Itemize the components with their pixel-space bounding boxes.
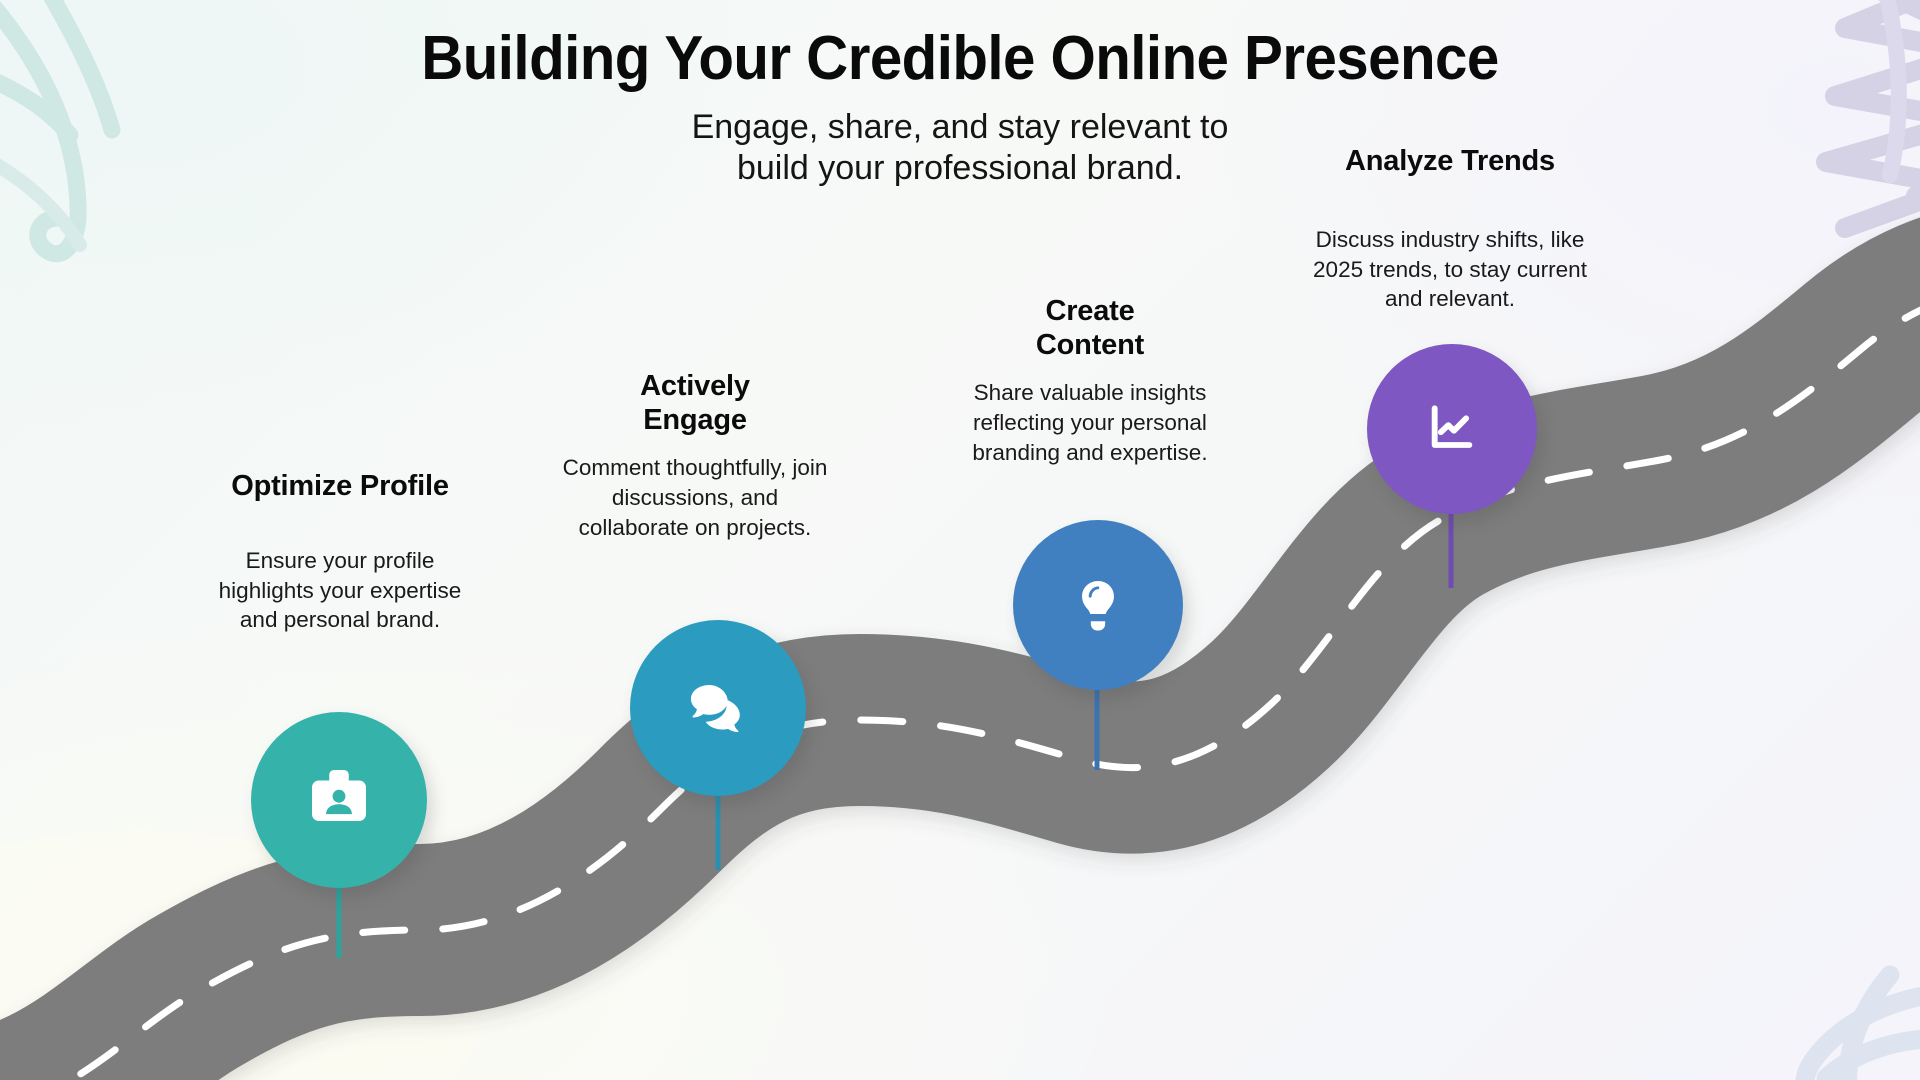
step-desc-line-1: Share valuable insights xyxy=(973,380,1207,406)
step-title-create-content: Create Content xyxy=(940,295,1240,362)
chat-bubbles-icon xyxy=(690,685,740,733)
step-title-line-1: Analyze Trends xyxy=(1345,145,1555,177)
page-subtitle-line-1: Engage, share, and stay relevant to xyxy=(691,107,1229,146)
step-icon-circle-create-content[interactable] xyxy=(1013,520,1183,690)
step-text-actively-engage: Actively Engage Comment thoughtfully, jo… xyxy=(540,370,850,543)
step-title-line-2: Content xyxy=(1035,328,1145,361)
step-desc-line-3: and personal brand. xyxy=(239,607,441,633)
step-icon-circle-analyze-trends[interactable] xyxy=(1367,344,1537,514)
page-title: Building Your Credible Online Presence xyxy=(421,24,1499,93)
id-badge-icon xyxy=(312,770,366,821)
step-desc-line-3: collaborate on projects. xyxy=(578,515,812,541)
step-icon-circle-optimize-profile[interactable] xyxy=(251,712,427,888)
step-title-line-1: Optimize Profile xyxy=(231,470,449,502)
step-desc-line-2: 2025 trends, to stay current xyxy=(1313,256,1587,282)
step-desc-line-2: discussions, and xyxy=(611,485,779,511)
step-desc-line-3: branding and expertise. xyxy=(972,440,1208,466)
step-title-line-2: Engage xyxy=(643,403,747,436)
lightbulb-icon xyxy=(1082,580,1114,631)
line-chart-icon xyxy=(1431,405,1473,448)
step-title-optimize-profile: Optimize Profile xyxy=(195,470,485,504)
step-text-analyze-trends: Analyze Trends Discuss industry shifts, … xyxy=(1295,145,1605,314)
step-desc-analyze-trends: Discuss industry shifts, like 2025 trend… xyxy=(1295,225,1605,315)
step-desc-line-2: reflecting your personal xyxy=(973,410,1207,436)
step-desc-line-1: Comment thoughtfully, join xyxy=(562,455,828,481)
page-subtitle-line-2: build your professional brand. xyxy=(736,148,1184,187)
step-text-create-content: Create Content Share valuable insights r… xyxy=(940,295,1240,468)
step-text-optimize-profile: Optimize Profile Ensure your profile hig… xyxy=(195,470,485,635)
step-desc-optimize-profile: Ensure your profile highlights your expe… xyxy=(195,546,485,636)
road-center-dash xyxy=(63,306,1920,1080)
step-desc-line-1: Ensure your profile xyxy=(245,547,435,573)
step-desc-create-content: Share valuable insights reflecting your … xyxy=(940,378,1240,468)
step-title-line-1: Actively xyxy=(640,370,750,402)
step-title-actively-engage: Actively Engage xyxy=(540,370,850,437)
step-desc-actively-engage: Comment thoughtfully, join discussions, … xyxy=(540,453,850,543)
step-title-line-1: Create xyxy=(1045,295,1135,327)
page-subtitle: Engage, share, and stay relevant to buil… xyxy=(0,107,1920,189)
step-desc-line-1: Discuss industry shifts, like xyxy=(1315,226,1585,252)
step-icon-circle-actively-engage[interactable] xyxy=(630,620,806,796)
step-title-analyze-trends: Analyze Trends xyxy=(1295,145,1605,179)
step-desc-line-3: and relevant. xyxy=(1384,286,1516,312)
step-desc-line-2: highlights your expertise xyxy=(218,577,462,603)
header: Building Your Credible Online Presence E… xyxy=(0,24,1920,189)
